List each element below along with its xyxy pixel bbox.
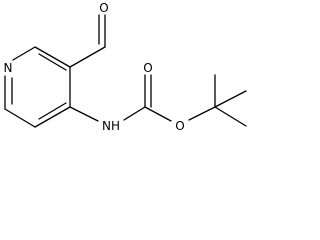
bond-c5-c6	[4, 108, 36, 128]
bond-c3-cho	[69, 46, 106, 68]
bond-tert-carbon-methyl-right	[214, 90, 247, 108]
bond-ester-o-tert-carbon	[188, 106, 216, 121]
atom-labels: N O NH O O	[4, 1, 185, 133]
formyl-group	[69, 14, 106, 68]
aldehyde-oxygen-label: O	[99, 1, 108, 15]
ester-oxygen-label: O	[175, 119, 184, 133]
bond-tert-carbon-methyl-lower	[214, 106, 247, 127]
ring-nitrogen-label: N	[4, 61, 13, 75]
tert-butyl-group	[214, 74, 247, 127]
bond-c4-c5-inner	[38, 102, 67, 120]
bond-c2-c3-inner	[38, 53, 67, 71]
bond-c2-c3	[34, 46, 71, 68]
carbamate-group	[69, 74, 216, 122]
bond-c4-c5	[34, 106, 71, 128]
bond-n1-c2	[12, 46, 36, 61]
bond-c4-nh	[69, 106, 99, 122]
carbamate-nh-label: NH	[102, 119, 120, 133]
bond-nh-carbonyl	[123, 106, 146, 121]
bond-carbonyl-ester-o	[144, 106, 172, 122]
tert-butyl-3-formylpyridin-4-ylcarbamate-structure: N O NH O O	[4, 1, 247, 133]
carbonyl-oxygen-label: O	[143, 61, 152, 75]
pyridine-ring	[4, 46, 71, 128]
